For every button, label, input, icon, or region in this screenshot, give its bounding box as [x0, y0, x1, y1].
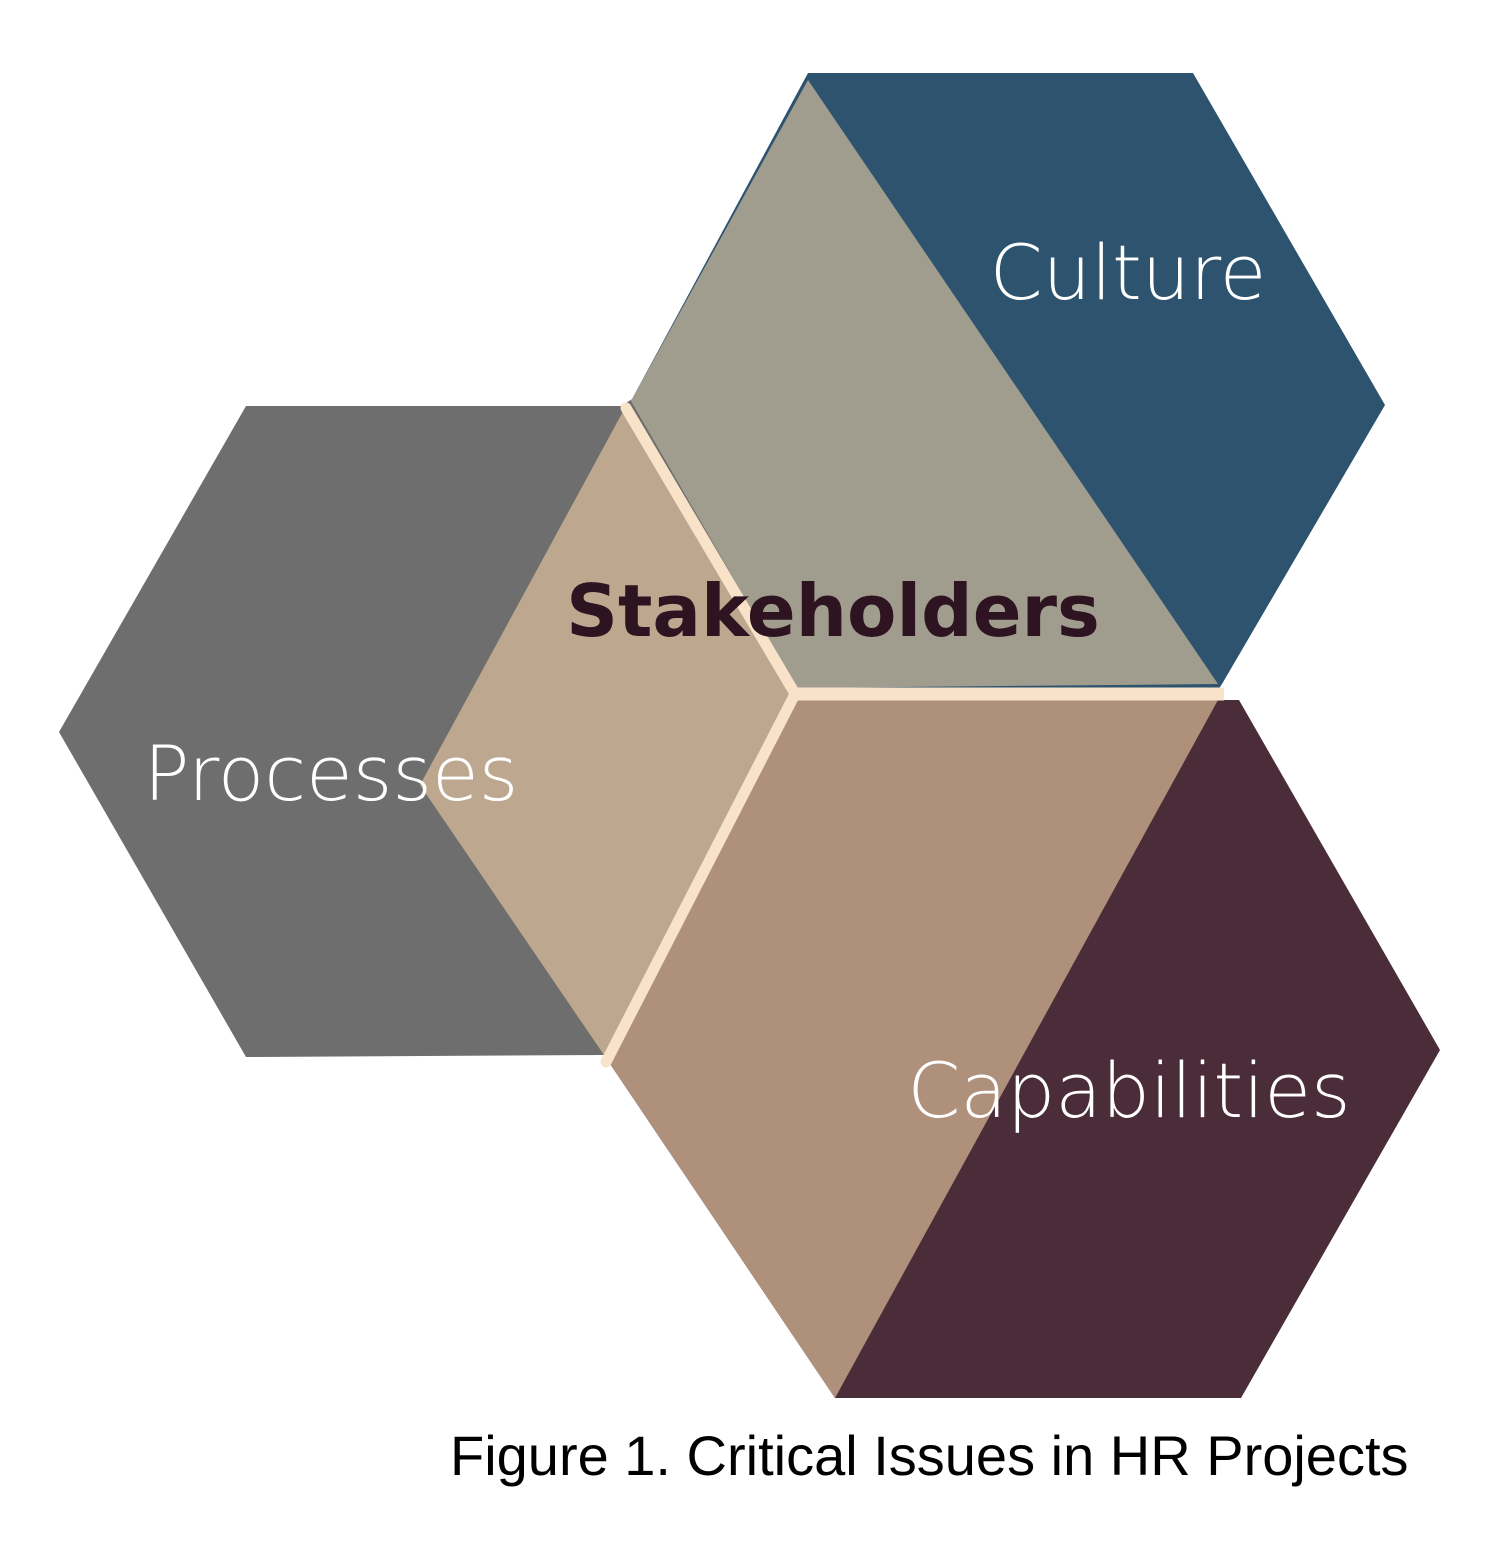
processes-label: Processes: [144, 729, 519, 818]
processes-overlap-region: [420, 406, 797, 1055]
stakeholders-label: Stakeholders: [566, 569, 1100, 653]
culture-label: Culture: [990, 228, 1267, 317]
center-dividers: [600, 402, 1224, 1068]
divider-lower-left: [600, 690, 800, 1068]
figure-caption: Figure 1. Critical Issues in HR Projects: [450, 1424, 1409, 1487]
capabilities-label: Capabilities: [907, 1046, 1350, 1135]
capabilities-overlap-region: [604, 700, 1218, 1398]
divider-upper-left: [620, 402, 800, 698]
culture-overlap-region: [631, 80, 1218, 688]
